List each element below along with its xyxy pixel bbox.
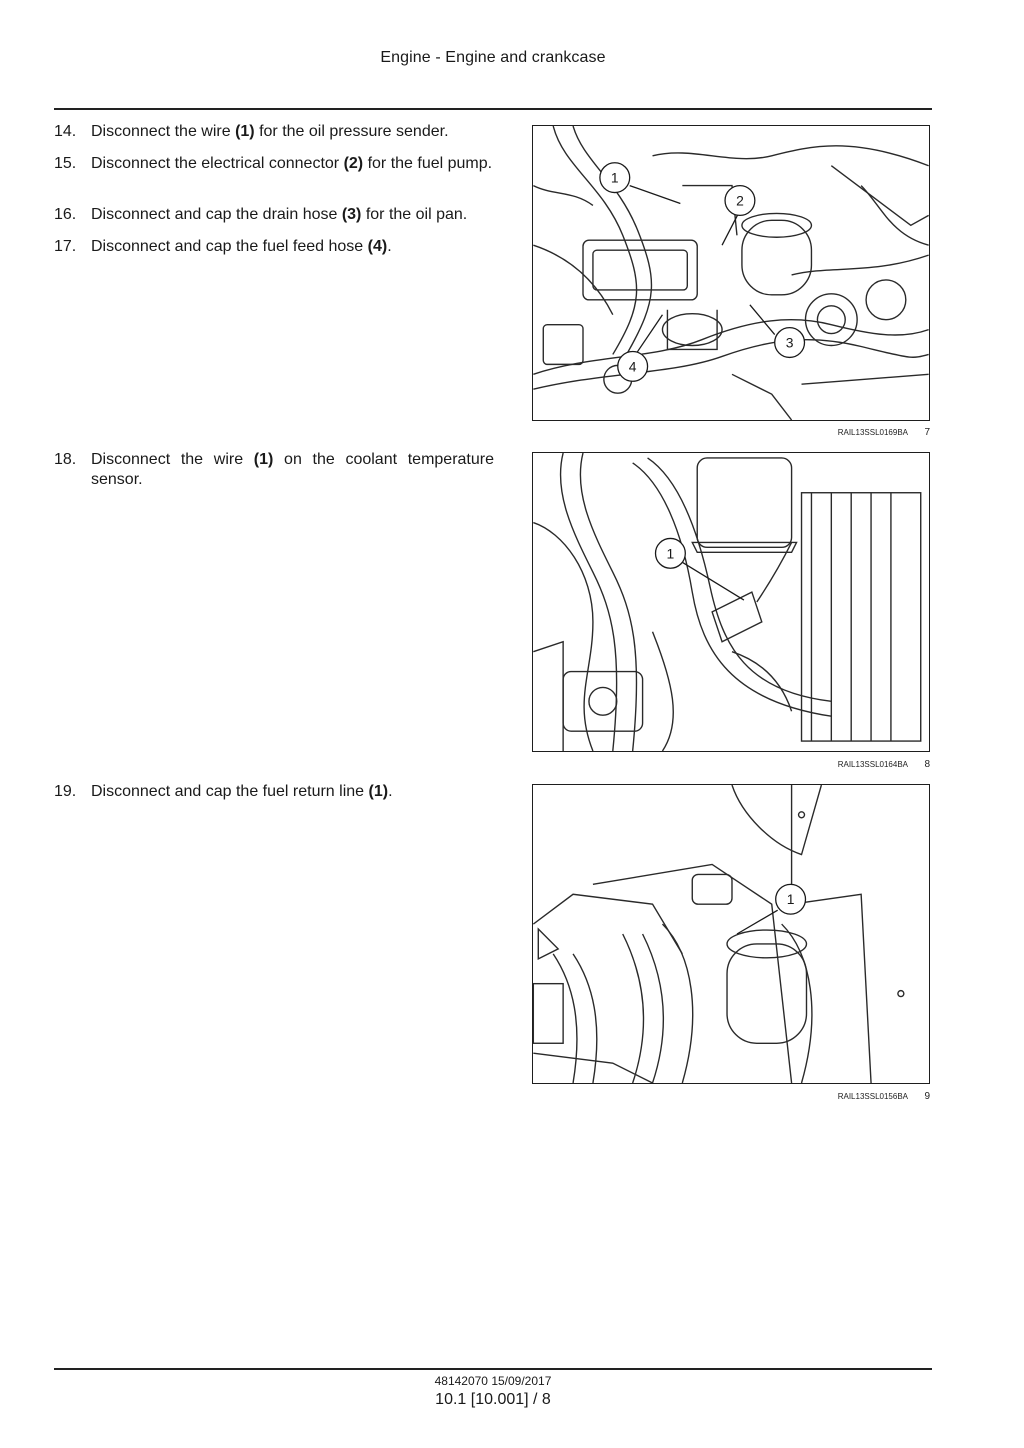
- step-number: 17.: [54, 238, 77, 255]
- figure-7-callout-2: 2: [736, 192, 744, 208]
- figure-number: 8: [924, 759, 930, 770]
- step-number: 19.: [54, 783, 77, 800]
- figure-9-engine-illustration: 1: [532, 784, 930, 1084]
- figure-number: 7: [924, 427, 930, 438]
- figure-7-callout-4: 4: [629, 358, 637, 374]
- footer-document-id: 48142070 15/09/2017: [434, 1374, 552, 1388]
- step-text: Disconnect and cap the fuel feed hose (4…: [91, 238, 392, 255]
- step-number: 18.: [54, 451, 77, 468]
- step-number: 15.: [54, 155, 77, 172]
- figure-number: 9: [924, 1091, 930, 1102]
- figure-code: RAIL13SSL0169BA: [837, 428, 908, 437]
- step-text: Disconnect and cap the fuel return line …: [91, 783, 393, 800]
- figure-7-callout-3: 3: [786, 334, 794, 350]
- step-14: 14. Disconnect the wire (1) for the oil …: [54, 122, 494, 142]
- step-17: 17. Disconnect and cap the fuel feed hos…: [54, 237, 494, 257]
- footer-divider: [54, 1368, 932, 1370]
- step-text: Disconnect and cap the drain hose (3) fo…: [91, 206, 468, 223]
- step-number: 14.: [54, 123, 77, 140]
- figure-7-callout-1: 1: [611, 170, 619, 186]
- figure-code: RAIL13SSL0164BA: [837, 760, 908, 769]
- step-18: 18. Disconnect the wire (1) on the coola…: [54, 450, 494, 490]
- page-header-title: Engine - Engine and crankcase: [380, 49, 606, 66]
- step-text: Disconnect the electrical connector (2) …: [91, 155, 493, 172]
- step-16: 16. Disconnect and cap the drain hose (3…: [54, 205, 494, 225]
- figure-code: RAIL13SSL0156BA: [837, 1092, 908, 1101]
- step-15: 15. Disconnect the electrical connector …: [54, 154, 494, 174]
- figure-8-engine-illustration: 1: [532, 452, 930, 752]
- footer-page-number: 10.1 [10.001] / 8: [435, 1391, 551, 1408]
- step-19: 19. Disconnect and cap the fuel return l…: [54, 782, 494, 802]
- step-number: 16.: [54, 206, 77, 223]
- figure-7-engine-illustration: 1 2 3 4: [532, 125, 930, 421]
- step-text: Disconnect the wire (1) for the oil pres…: [91, 123, 449, 140]
- figure-8-callout-1: 1: [667, 545, 675, 561]
- header-divider: [54, 108, 932, 110]
- step-text: Disconnect the wire (1) on the coolant t…: [91, 451, 495, 488]
- figure-9-callout-1: 1: [787, 891, 795, 907]
